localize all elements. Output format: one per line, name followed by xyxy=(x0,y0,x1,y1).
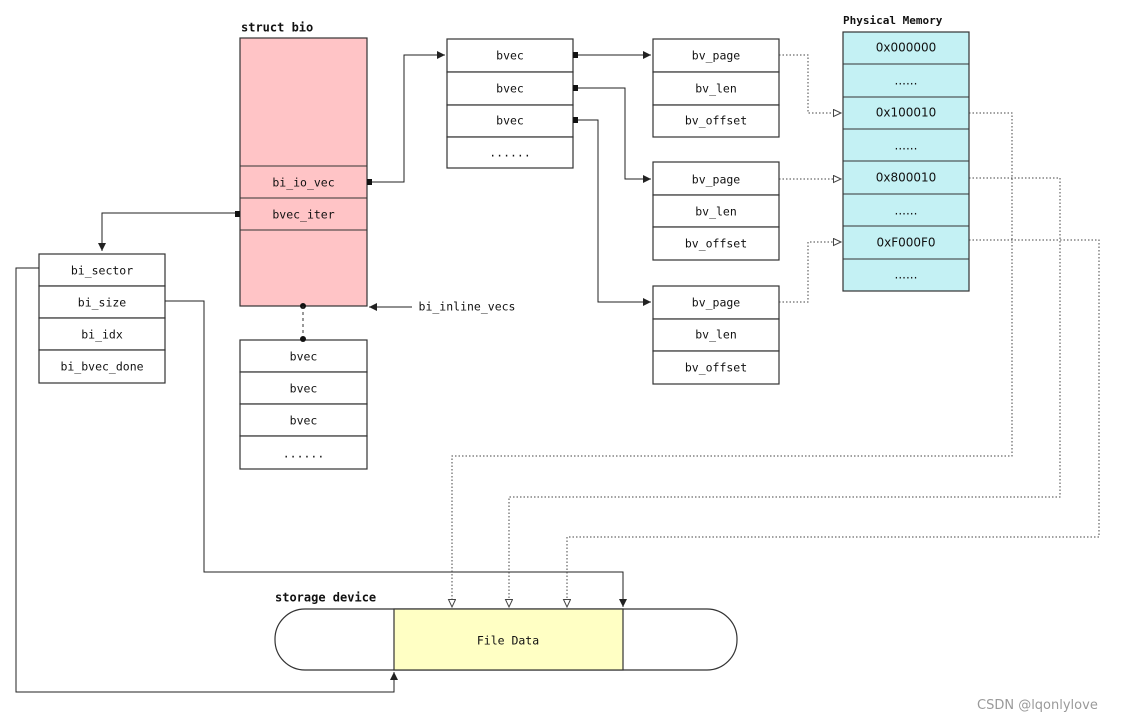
bi-inline-vecs-label: bi_inline_vecs xyxy=(419,300,516,314)
bvec-to-bio-vec-arrow xyxy=(578,87,651,183)
field-cell xyxy=(652,161,780,196)
pointer-dot xyxy=(367,179,372,185)
field-cell xyxy=(652,71,780,106)
field-bvec-iter: bvec_iter xyxy=(272,208,334,222)
bvec-label: bvec xyxy=(496,114,524,128)
struct-bio: bi_io_vec bvec_iter xyxy=(239,37,368,307)
memory-address: 0x800010 xyxy=(876,171,937,185)
field-bi-idx: bi_idx xyxy=(81,328,123,342)
field-bi-io-vec: bi_io_vec xyxy=(272,176,334,190)
physical-memory-title: Physical Memory xyxy=(843,14,943,27)
field-bv-page: bv_page xyxy=(692,49,741,63)
field-bv-len: bv_len xyxy=(695,328,737,342)
bvec-cell xyxy=(446,136,574,169)
field-cell xyxy=(38,285,166,319)
physical-memory: 0x000000 ...... 0x100010 ...... 0x800010… xyxy=(842,31,970,292)
field-cell xyxy=(652,194,780,228)
field-bi-size: bi_size xyxy=(78,296,127,310)
file-data-box xyxy=(393,608,624,671)
bio-vec-struct: bv_page bv_len bv_offset xyxy=(652,161,780,261)
field-cell xyxy=(38,253,166,287)
field-cell xyxy=(652,318,780,352)
memory-to-file-arrow xyxy=(509,177,1061,607)
bvec-cell xyxy=(446,71,574,106)
memory-to-file-arrow xyxy=(452,112,1013,607)
page-links xyxy=(779,54,841,303)
bi-size-arrow xyxy=(165,300,627,607)
memory-address: 0xF000F0 xyxy=(876,236,935,250)
pointer-dot xyxy=(573,52,578,58)
pointer-connectors xyxy=(15,51,651,693)
inline-bvec-label: bvec xyxy=(290,414,318,428)
bv-page-to-memory-arrow xyxy=(779,242,841,303)
field-cell xyxy=(38,317,166,351)
field-bv-len: bv_len xyxy=(695,205,737,219)
field-bv-page: bv_page xyxy=(692,296,741,310)
field-bi-bvec-done: bi_bvec_done xyxy=(60,360,143,374)
field-cell xyxy=(652,350,780,385)
field-bi-sector: bi_sector xyxy=(71,264,133,278)
bvec-iter-struct: bi_sector bi_size bi_idx bi_bvec_done xyxy=(38,253,166,384)
inline-bvec-array: bvec bvec bvec ...... xyxy=(239,339,368,470)
watermark: CSDN @lqonlylove xyxy=(977,698,1098,713)
field-cell xyxy=(652,104,780,138)
bvec-label: ...... xyxy=(489,146,531,160)
memory-address: 0x100010 xyxy=(876,106,937,120)
pointer-dot xyxy=(300,336,306,342)
bi-sector-arrow xyxy=(15,267,398,693)
field-bv-page: bv_page xyxy=(692,173,741,187)
storage-device: File Data xyxy=(274,608,738,671)
struct-bio-box xyxy=(239,37,368,307)
bvec-label: bvec xyxy=(496,82,524,96)
bvec-cell xyxy=(239,435,368,470)
pointer-dot xyxy=(573,85,578,91)
memory-ellipsis: ...... xyxy=(895,139,918,153)
field-cell xyxy=(652,285,780,320)
inline-bvec-label: ...... xyxy=(283,447,325,461)
bvec-cell xyxy=(239,403,368,437)
struct-bio-title: struct bio xyxy=(241,21,313,35)
inline-bvec-label: bvec xyxy=(290,382,318,396)
field-bv-len: bv_len xyxy=(695,82,737,96)
memory-address: 0x000000 xyxy=(876,41,937,55)
bvec-array: bvec bvec bvec ...... xyxy=(446,38,574,169)
storage-device-title: storage device xyxy=(275,591,376,605)
bi-io-vec-arrow xyxy=(372,51,445,183)
memory-ellipsis: ...... xyxy=(895,74,918,88)
memory-ellipsis: ...... xyxy=(895,268,918,282)
inline-bvec-label: bvec xyxy=(290,350,318,364)
bvec-to-bio-vec-arrow xyxy=(578,119,651,306)
bvec-cell xyxy=(446,38,574,73)
pointer-dot xyxy=(573,117,578,123)
field-bv-offset: bv_offset xyxy=(685,114,747,128)
memory-to-storage-links xyxy=(452,112,1100,607)
bio-vec-struct: bv_page bv_len bv_offset xyxy=(652,38,780,138)
field-cell xyxy=(652,38,780,73)
pointer-dot xyxy=(235,211,240,217)
field-bv-offset: bv_offset xyxy=(685,361,747,375)
file-data-label: File Data xyxy=(477,634,539,648)
memory-to-file-arrow xyxy=(567,239,1100,607)
bvec-label: bvec xyxy=(496,49,524,63)
bio-vec-struct: bv_page bv_len bv_offset xyxy=(652,285,780,385)
field-bv-offset: bv_offset xyxy=(685,237,747,251)
field-cell xyxy=(38,349,166,384)
bv-page-to-memory-arrow xyxy=(779,54,841,113)
bvec-iter-arrow xyxy=(98,212,235,251)
field-cell xyxy=(652,226,780,261)
memory-ellipsis: ...... xyxy=(895,204,918,218)
